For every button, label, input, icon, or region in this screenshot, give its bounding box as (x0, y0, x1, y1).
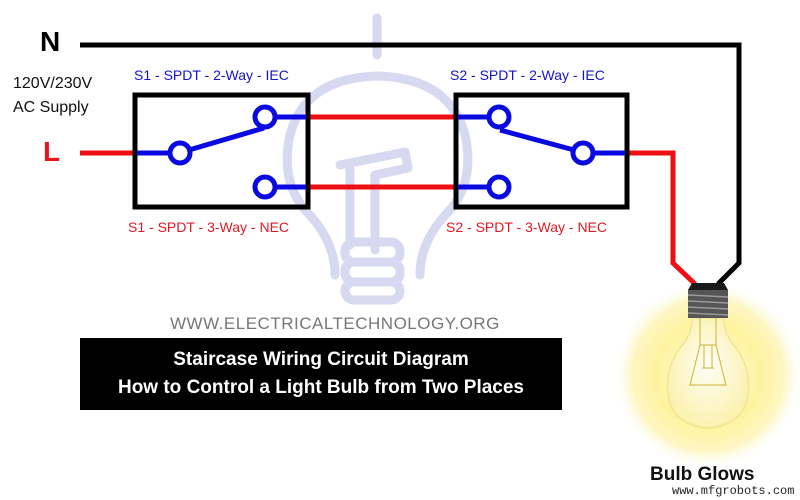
line-label: L (43, 136, 61, 167)
s1-lower-terminal (252, 174, 278, 200)
s2-nec-label: S2 - SPDT - 3-Way - NEC (446, 219, 608, 235)
bulb-status-label: Bulb Glows (650, 464, 755, 485)
title-line-2: How to Control a Light Bulb from Two Pla… (117, 377, 525, 398)
supply-label: 120V/230V AC Supply (13, 72, 92, 120)
s1-nec-label: S1 - SPDT - 3-Way - NEC (128, 219, 290, 235)
light-bulb-icon (613, 280, 800, 470)
watermark-bulb-icon (282, 13, 473, 305)
s2-lower-terminal (486, 174, 512, 200)
credit-text: www.mfgrobots.com (672, 484, 795, 498)
s2-upper-terminal (486, 104, 512, 130)
s1-upper-terminal (252, 104, 278, 130)
title-banner: Staircase Wiring Circuit Diagram How to … (80, 338, 562, 410)
switch-s2-box (453, 92, 630, 210)
watermark-text: WWW.ELECTRICALTECHNOLOGY.ORG (170, 314, 500, 333)
title-line-1: Staircase Wiring Circuit Diagram (173, 349, 469, 370)
neutral-label: N (40, 26, 61, 57)
s1-common-terminal (167, 140, 193, 166)
neutral-wire (80, 42, 742, 286)
s1-iec-label: S1 - SPDT - 2-Way - IEC (134, 67, 289, 83)
switch-s1-box (132, 92, 311, 210)
supply-voltage: 120V/230V (13, 75, 93, 92)
s2-iec-label: S2 - SPDT - 2-Way - IEC (450, 67, 605, 83)
supply-type: AC Supply (13, 99, 89, 116)
switch-s2[interactable] (453, 92, 630, 210)
s2-common-terminal (570, 140, 596, 166)
switch-s1[interactable] (132, 92, 311, 210)
line-wire-to-bulb (627, 150, 697, 286)
